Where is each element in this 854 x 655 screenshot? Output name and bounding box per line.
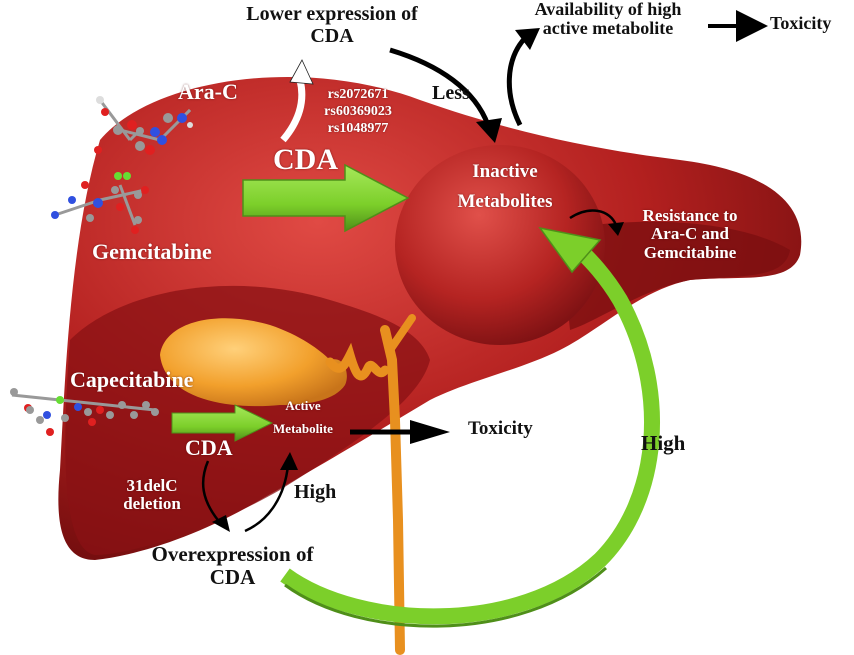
high-big-label: High: [641, 431, 686, 455]
lower-expression-label: Lower expression of CDA: [232, 3, 432, 47]
deletion-line2: deletion: [123, 494, 181, 514]
deletion-arrowhead: [212, 515, 230, 532]
deletion-line1: 31delC: [126, 476, 178, 495]
availability-arrow: [506, 36, 527, 127]
resistance-label: Resistance to Ara-C and Gemcitabine: [620, 206, 760, 262]
high-curved-arrow-head: [538, 226, 602, 274]
inactive-metabolites-label: Inactive Metabolites: [440, 157, 570, 218]
resistance-arrow: [569, 209, 618, 226]
overexpression-label: Overexpression of CDA: [125, 543, 340, 588]
less-arrowhead: [476, 118, 502, 143]
active-line2: Metabolite: [273, 421, 333, 437]
toxicity-arrowhead-bottom: [410, 420, 450, 444]
snp-up-arrow: [280, 79, 306, 143]
lower-expression-line2: CDA: [310, 24, 354, 47]
active-metabolite-label: Active Metabolite: [258, 394, 348, 441]
bile-duct-branch: [386, 314, 416, 354]
active-line1: Active: [285, 398, 321, 413]
snp-item: rs1048977: [327, 121, 389, 137]
resistance-line3: Gemcitabine: [643, 242, 737, 262]
less-arrow: [389, 47, 491, 126]
cda-arrow-lower: [171, 404, 274, 442]
availability-label: Availability of high active metabolite: [508, 0, 708, 39]
inactive-line2: Metabolites: [457, 191, 553, 213]
inactive-line1: Inactive: [472, 161, 538, 182]
toxicity-label-bottom: Toxicity: [468, 418, 533, 439]
snp-item: rs2072671: [327, 87, 389, 102]
snp-item: rs60369023: [324, 104, 392, 120]
ara-c-molecule: [94, 96, 193, 155]
liver-central-lobe: [395, 145, 605, 345]
cda-upper-label: CDA: [273, 143, 338, 176]
gemcitabine-molecule: [51, 172, 149, 234]
availability-arrowhead: [515, 28, 540, 50]
overexpression-line2: CDA: [209, 564, 256, 589]
deletion-label: 31delC deletion: [112, 476, 192, 514]
toxicity-label-top: Toxicity: [770, 13, 832, 33]
high-small-label: High: [294, 481, 337, 503]
cda-arrow-upper: [242, 163, 410, 233]
high-curved-arrow-edge: [284, 566, 607, 628]
capecitabine-label: Capecitabine: [70, 367, 194, 392]
availability-line2: active metabolite: [542, 18, 674, 39]
high-curved-arrow-body: [280, 244, 660, 625]
bile-duct-zigzag: [325, 342, 390, 381]
gemcitabine-label: Gemcitabine: [92, 239, 212, 264]
less-label: Less: [432, 82, 470, 104]
deletion-arrow: [201, 460, 223, 526]
high-small-arrowhead: [280, 452, 298, 470]
ara-c-label: Ara-C: [178, 79, 238, 104]
capecitabine-molecule: [10, 388, 159, 436]
cda-lower-label: CDA: [185, 435, 233, 460]
lower-expression-line1: Lower expression of: [246, 3, 418, 25]
overexpression-line1: Overexpression of: [151, 542, 314, 566]
snp-list: rs2072671 rs60369023 rs1048977: [318, 86, 398, 137]
availability-line1: Availability of high: [534, 0, 682, 19]
resistance-line1: Resistance to: [642, 206, 738, 225]
resistance-line2: Ara-C and: [651, 224, 729, 244]
snp-up-arrowhead: [289, 59, 314, 85]
resistance-arrowhead: [608, 222, 624, 236]
gallbladder: [160, 318, 347, 407]
high-small-arrow: [244, 464, 290, 533]
